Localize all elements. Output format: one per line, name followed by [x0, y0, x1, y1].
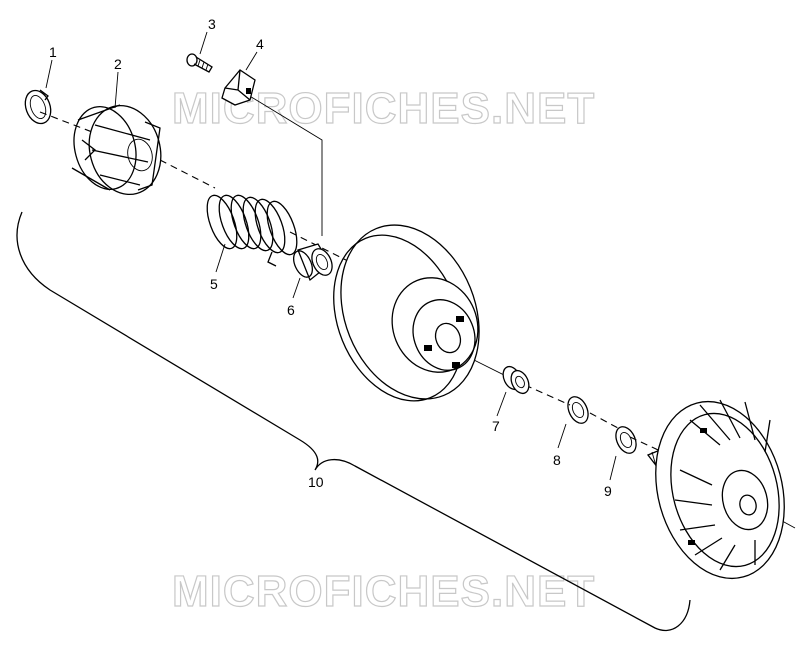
part-4-leader-line [247, 94, 323, 236]
callout-4: 4 [256, 36, 264, 52]
part-2-spider-cam [71, 104, 162, 196]
callout-leaders [45, 31, 617, 481]
callout-1: 1 [49, 44, 57, 60]
part-3-screw [186, 53, 213, 73]
part-6-bushing [292, 243, 333, 282]
callout-2: 2 [114, 56, 122, 72]
fixed-sheave [646, 399, 785, 580]
part-8-washer [567, 396, 589, 424]
callout-5: 5 [210, 276, 218, 292]
callout-7: 7 [492, 418, 500, 434]
assembly-bracket-10 [16, 211, 691, 632]
callout-10: 10 [308, 474, 324, 490]
callout-3: 3 [208, 16, 216, 32]
callout-9: 9 [604, 483, 612, 499]
callout-8: 8 [553, 452, 561, 468]
part-9-washer [615, 426, 637, 454]
part-7-spacer [502, 365, 530, 395]
movable-sheave [333, 224, 480, 402]
watermark-bottom: MICROFICHES.NET [172, 567, 595, 616]
part-5-spring [206, 194, 298, 267]
part-1-snap-ring [24, 89, 52, 125]
callout-6: 6 [287, 302, 295, 318]
part-4-weight-block [221, 69, 256, 106]
